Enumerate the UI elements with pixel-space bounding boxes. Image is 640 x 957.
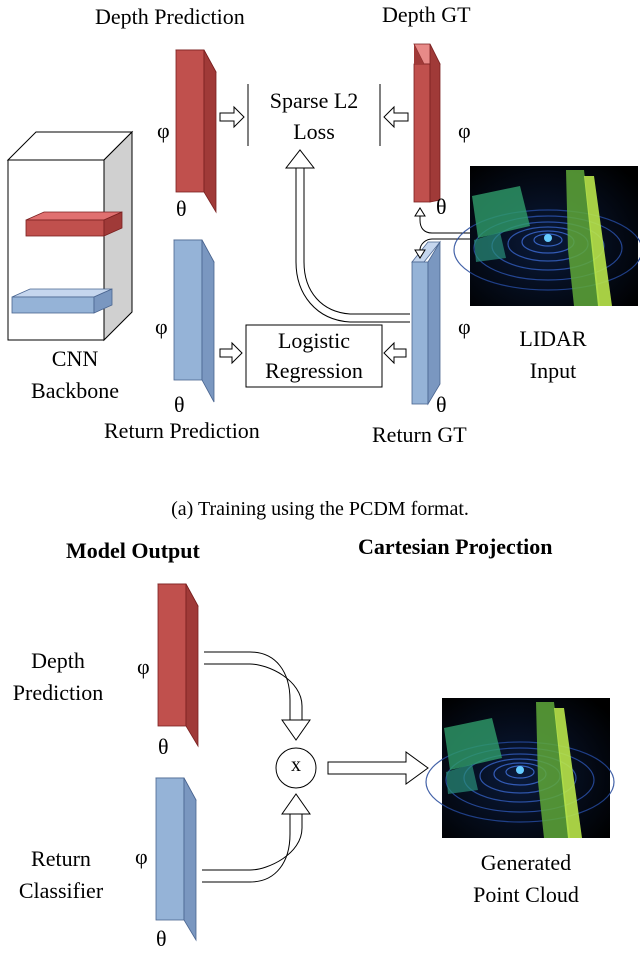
phi-depth-pred: φ — [157, 118, 170, 143]
sparse-loss-line2: Loss — [293, 119, 335, 144]
return-gt-label: Return GT — [372, 422, 467, 447]
caption-a: (a) Training using the PCDM format. — [171, 498, 469, 520]
theta-output-return: θ — [156, 926, 167, 951]
depth-gt-slab — [413, 43, 441, 203]
return-prediction-label: Return Prediction — [104, 418, 260, 443]
generated-point-cloud-image — [425, 698, 615, 838]
depth-prediction-label: Depth Prediction — [95, 4, 245, 29]
lidar-to-gt-arrows — [414, 207, 470, 259]
lidar-input-line1: LIDAR — [519, 326, 587, 351]
return-prediction-slab — [173, 239, 215, 403]
hollow-arrow-multiply-to-cloud — [327, 751, 429, 785]
phi-return-pred: φ — [155, 314, 168, 339]
output-return-classifier-slab — [155, 777, 197, 942]
multiply-node — [275, 747, 317, 789]
logistic-regression-line1: Logistic — [277, 328, 351, 353]
depth-prediction-slab — [175, 49, 217, 214]
theta-return-gt: θ — [436, 392, 447, 417]
curved-arrow-return-gt-to-loss — [284, 149, 410, 323]
sparse-loss-line1: Sparse L2 — [269, 88, 359, 113]
theta-depth-pred: θ — [176, 196, 187, 221]
phi-output-depth: φ — [137, 654, 150, 679]
output-depth-line2: Prediction — [12, 680, 104, 705]
model-output-heading: Model Output — [66, 538, 200, 563]
cnn-backbone-block — [6, 130, 134, 342]
hollow-arrow-depth-pred-to-loss — [219, 105, 245, 129]
lidar-input-line2: Input — [529, 358, 577, 383]
phi-depth-gt: φ — [458, 118, 471, 143]
phi-return-gt: φ — [458, 314, 471, 339]
theta-depth-gt: θ — [436, 194, 447, 219]
return-gt-slab — [411, 240, 441, 406]
curved-arrow-classifier-to-multiply — [202, 793, 311, 883]
return-classifier-line1: Return — [31, 846, 91, 871]
phi-output-return: φ — [135, 844, 148, 869]
output-depth-line1: Depth — [31, 648, 85, 673]
lidar-input-image — [453, 166, 640, 306]
hollow-arrow-return-gt-to-logreg — [383, 341, 407, 365]
hollow-arrow-return-pred-to-logreg — [219, 341, 243, 365]
sparse-loss-box — [247, 84, 381, 146]
cnn-backbone-line2: Backbone — [31, 378, 119, 403]
theta-return-pred: θ — [174, 392, 185, 417]
return-classifier-line2: Classifier — [18, 878, 104, 903]
multiply-symbol: x — [291, 754, 301, 776]
curved-arrow-depth-to-multiply — [204, 651, 311, 741]
depth-gt-label: Depth GT — [382, 2, 471, 27]
hollow-arrow-depth-gt-to-loss — [383, 105, 409, 129]
generated-cloud-line2: Point Cloud — [473, 882, 579, 907]
cartesian-projection-heading: Cartesian Projection — [358, 534, 553, 559]
logistic-regression-box — [245, 324, 383, 388]
cnn-backbone-line1: CNN — [51, 346, 99, 371]
theta-output-depth: θ — [158, 734, 169, 759]
generated-cloud-line1: Generated — [480, 850, 572, 875]
logistic-regression-line2: Regression — [265, 358, 363, 383]
output-depth-prediction-slab — [157, 583, 199, 748]
